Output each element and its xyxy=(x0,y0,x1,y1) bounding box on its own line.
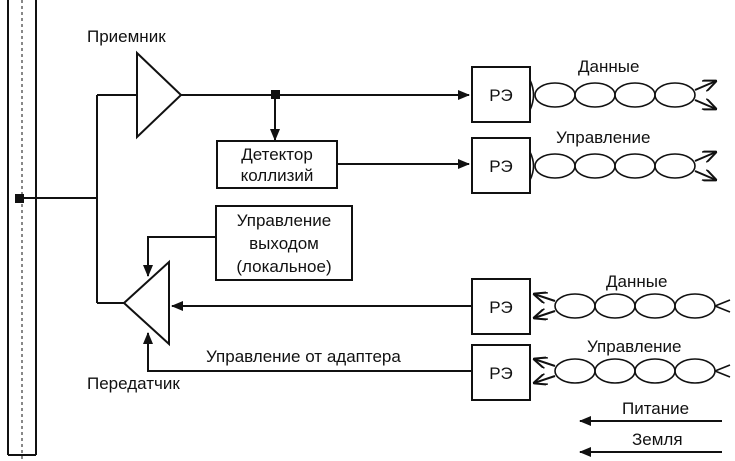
power-label: Питание xyxy=(622,399,689,418)
transmitter-amplifier xyxy=(122,259,170,347)
receiver-label: Приемник xyxy=(87,27,166,46)
ground-label: Земля xyxy=(632,430,683,449)
twisted-pair-control-in xyxy=(534,359,731,383)
receiver-output-junction xyxy=(271,90,280,99)
relay-box-control-in xyxy=(471,344,531,401)
collision-detector-label-line-2: коллизий xyxy=(241,166,314,185)
adapter-control-label: Управление от адаптера xyxy=(206,347,401,366)
receiver-amplifier xyxy=(136,50,183,140)
twisted-pair-data-in xyxy=(534,294,731,318)
relay-label-control-out: РЭ xyxy=(489,157,513,176)
relay-label-control-in: РЭ xyxy=(489,364,513,383)
data-out-label: Данные xyxy=(578,57,639,76)
output-control-to-transmitter-line xyxy=(143,236,216,277)
collision-detector-label-line-1: Детектор xyxy=(241,145,313,164)
relay-label-data-out: РЭ xyxy=(489,86,513,105)
relay-box-control-out xyxy=(471,137,531,194)
output-control-label-line-2: выходом xyxy=(249,234,319,253)
transmitter-label: Передатчик xyxy=(87,374,180,393)
control-out-label: Управление xyxy=(556,128,651,147)
control-in-label: Управление xyxy=(587,337,682,356)
output-control-label-line-1: Управление xyxy=(237,211,332,230)
twisted-pair-control-out xyxy=(529,152,716,180)
relay-label-data-in: РЭ xyxy=(489,298,513,317)
output-control-box xyxy=(215,205,353,281)
output-control-label-line-3: (локальное) xyxy=(236,257,331,276)
relay-box-data-out xyxy=(471,66,531,123)
adapter-control-to-transmitter-line xyxy=(143,332,472,372)
coax-cable xyxy=(7,0,37,461)
data-in-label: Данные xyxy=(606,272,667,291)
relay-box-data-in xyxy=(471,278,531,335)
cable-tap-junction xyxy=(15,194,24,203)
twisted-pair-data-out xyxy=(529,80,716,110)
